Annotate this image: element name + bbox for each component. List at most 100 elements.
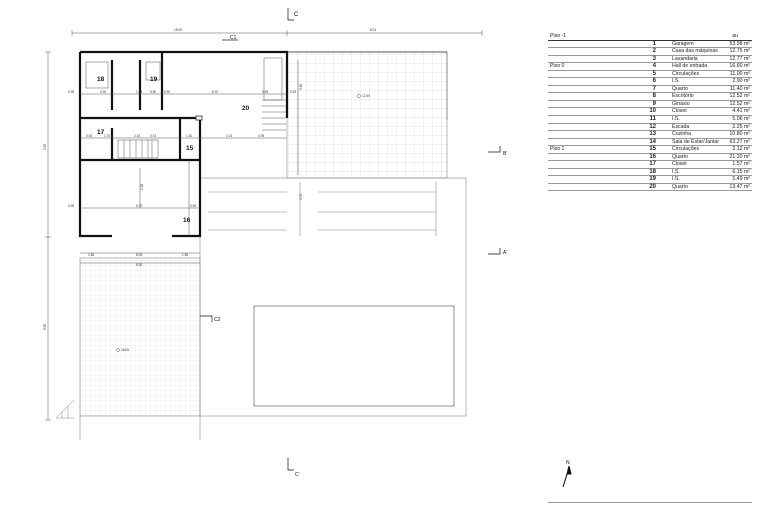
pool [253,305,455,407]
dim-label: 1.35 [136,90,142,94]
legend-room-number: 18 [649,168,656,175]
level-garden: 18.05 [121,348,129,352]
legend-room-name: Hall de entrada [672,63,708,70]
legend-room-area: 12.52 m² [729,100,750,107]
legend-room-name: I.S. [672,78,680,85]
legend-row: 20 Quarto 13.47 m² [548,184,752,192]
legend-room-number: 15 [649,146,656,153]
legend-room-area: 2.90 m² [732,78,750,85]
top-dimension [71,30,483,36]
legend-row: Piso 1 15 Circulações 2.12 m² [548,146,752,154]
level-marker-icon [116,348,120,352]
legend-level: Piso 0 [550,63,565,70]
north-label: N [566,460,570,466]
section-a-right: A' [503,250,507,256]
garden-terrace [79,257,201,417]
legend-row: 6 I.S. 2.90 m² [548,78,752,86]
dim-left-upper: 3.95 [43,144,47,150]
legend-room-number: 13 [649,131,656,138]
legend-room-area: 63.27 m² [729,138,750,145]
legend-room-area: 6.15 m² [732,168,750,175]
dim-label: 2.15 [134,134,140,138]
legend-room-area: 5.49 m² [732,176,750,183]
level-terrace: 12.50 [362,94,370,98]
legend-room-name: Lavandaria [672,55,698,62]
legend-room-name: Escritório [672,93,694,100]
room-number-15: 15 [186,145,194,152]
legend-room-area: 5.06 m² [732,116,750,123]
section-c2: C2 [214,317,221,323]
dim-label: 0.95 [262,90,268,94]
north-arrow-icon [562,465,572,488]
legend-room-name: Quarto [672,153,688,160]
legend-room-name: Quarto [672,183,688,190]
legend-level: Piso 1 [550,146,565,153]
legend-room-number: 6 [652,78,656,85]
dim-label: 0.95 [68,204,74,208]
dim-label: 1.70 [104,134,110,138]
legend-room-number: 9 [652,100,656,107]
legend-room-number: 4 [652,63,656,70]
dim-label: 0.73 [150,134,156,138]
dim-label: 0.95 [190,204,196,208]
legend-room-area: 4.41 m² [732,108,750,115]
legend-room-area: 2.25 m² [732,123,750,130]
room-number-18: 18 [97,76,105,83]
legend-room-name: Circulações [672,146,700,153]
legend-room-number: 8 [652,93,656,100]
legend-room-area: 1.57 m² [732,161,750,168]
legend-row: 13 Cozinha 10.80 m² [548,131,752,139]
dim-label: 8.30 [136,263,142,267]
legend-row: 8 Escritório 12.52 m² [548,93,752,101]
legend-room-area: 10.80 m² [729,131,750,138]
legend-row: 17 Closet 1.57 m² [548,161,752,169]
roof-slats [208,182,437,236]
legend-room-area: 11.00 m² [729,70,750,77]
legend-room-name: Garagem [672,40,694,47]
section-b-right: B' [503,151,507,157]
legend-area-header: au [732,33,738,39]
legend-room-area: 2.12 m² [732,146,750,153]
dim-label: 5.70 [136,204,142,208]
legend-room-name: Escada [672,123,690,130]
bottom-rule [548,502,752,503]
room-number-16: 16 [183,217,191,224]
legend-room-number: 11 [649,116,656,123]
dim-label: 8.05 [136,253,142,257]
legend-room-name: Sala de Estar/Jantar [672,138,720,145]
steps-detail [55,399,75,419]
legend-room-name: Closet [672,161,687,168]
section-c-top: C [294,12,299,18]
legend-room-number: 7 [652,85,656,92]
dim-label: 0.95 [68,90,74,94]
dim-label: 0.95 [258,134,264,138]
legend-room-area: 12.52 m² [729,93,750,100]
dim-label: 2.15 [226,134,232,138]
legend-room-number: 1 [652,40,656,47]
dim-label: 1.30 [186,134,192,138]
legend-room-number: 17 [649,161,656,168]
dim-label: 1.85 [88,253,94,257]
legend-room-area: 16.60 m² [729,63,750,70]
legend-room-area: 12.77 m² [729,55,750,62]
dim-label: 1.26 [140,184,144,190]
section-c-bottom: C' [295,472,300,478]
section-marks [200,8,501,471]
legend-room-number: 3 [652,55,656,62]
legend-room-name: I.S. [672,176,680,183]
legend-room-area: 13.47 m² [729,183,750,190]
legend-room-number: 20 [649,183,656,190]
legend-room-number: 14 [649,138,656,145]
legend-room-name: Cozinha [672,131,692,138]
dim-top-left: 18.00 [174,28,182,32]
dim-left-lower: 8.65 [43,324,47,330]
